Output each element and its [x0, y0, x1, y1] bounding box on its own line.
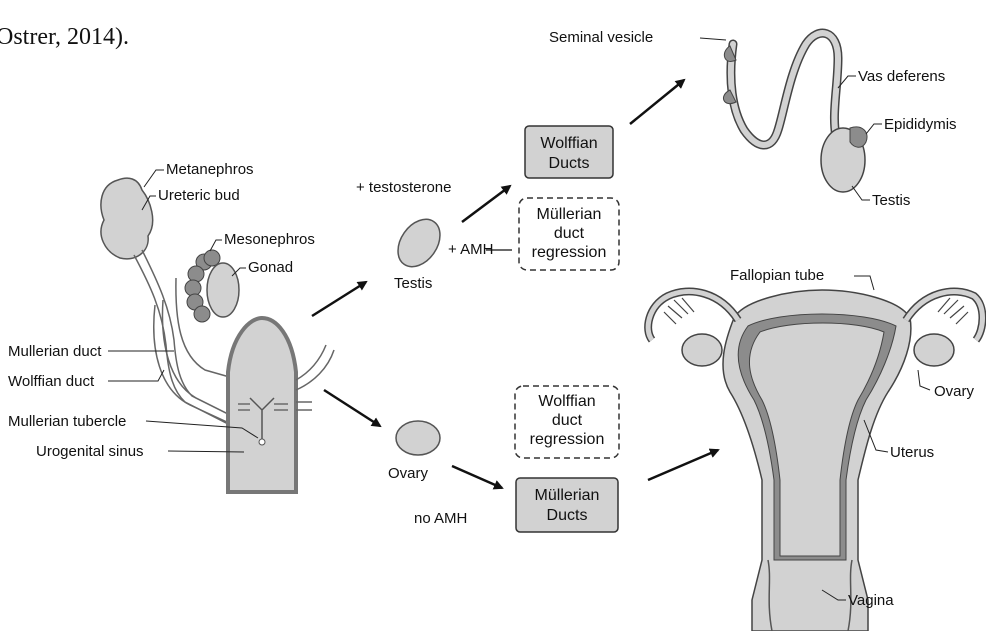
arrow-to-testis — [312, 282, 366, 316]
label-testis-mid: Testis — [394, 275, 432, 292]
label-ureteric-bud: Ureteric bud — [158, 187, 240, 204]
epididymis-shape — [850, 127, 867, 147]
testis-mid-shape — [389, 211, 448, 274]
box-mullerian-regression-line2: duct — [554, 225, 585, 242]
ovary-right-shape — [914, 334, 954, 366]
male-tract — [723, 33, 867, 192]
gonad-shape — [207, 263, 239, 317]
label-uterus: Uterus — [890, 444, 934, 461]
label-vagina: Vagina — [848, 592, 894, 609]
box-mullerian-regression-line3: regression — [532, 244, 607, 261]
arrow-testosterone — [462, 186, 510, 222]
label-seminal-vesicle: Seminal vesicle — [549, 29, 653, 46]
label-wolffian-duct: Wolffian duct — [8, 373, 95, 390]
label-testis-right: Testis — [872, 192, 910, 209]
label-amh: + AMH — [448, 241, 493, 258]
box-wolffian-ducts-line2: Ducts — [549, 155, 590, 172]
arrow-to-female-tract — [648, 450, 718, 480]
box-wolffian-regression-line2: duct — [552, 412, 583, 429]
box-wolffian-ducts: Wolffian Ducts — [525, 126, 613, 178]
citation-text: Ostrer, 2014). — [0, 24, 129, 50]
box-mullerian-ducts-line2: Ducts — [547, 507, 588, 524]
label-no-amh: no AMH — [414, 510, 467, 527]
middle-stage — [312, 186, 512, 488]
arrow-to-male-tract — [630, 80, 684, 124]
label-mullerian-tubercle: Mullerian tubercle — [8, 413, 126, 430]
box-wolffian-regression-line3: regression — [530, 431, 605, 448]
label-mesonephros: Mesonephros — [224, 231, 315, 248]
label-gonad: Gonad — [248, 259, 293, 276]
label-ovary-mid: Ovary — [388, 465, 429, 482]
box-wolffian-regression: Wolffian duct regression — [515, 386, 619, 458]
label-epididymis: Epididymis — [884, 116, 957, 133]
box-mullerian-regression: Müllerian duct regression — [519, 198, 619, 270]
box-mullerian-ducts: Müllerian Ducts — [516, 478, 618, 532]
label-ovary-right: Ovary — [934, 383, 975, 400]
arrow-to-ovary — [324, 390, 380, 426]
ovary-mid-shape — [396, 421, 440, 455]
ovary-left-shape — [682, 334, 722, 366]
label-mullerian-duct: Mullerian duct — [8, 343, 102, 360]
label-testosterone: + testosterone — [356, 179, 451, 196]
label-vas-deferens: Vas deferens — [858, 68, 945, 85]
label-fallopian-tube: Fallopian tube — [730, 267, 824, 284]
fallopian-tube-right — [906, 291, 983, 340]
label-urogenital-sinus: Urogenital sinus — [36, 443, 144, 460]
urogenital-sinus-shape — [228, 318, 296, 492]
label-metanephros: Metanephros — [166, 161, 254, 178]
box-wolffian-regression-line1: Wolffian — [538, 393, 595, 410]
box-mullerian-regression-line1: Müllerian — [537, 206, 602, 223]
metanephros-shape — [101, 178, 153, 259]
arrow-no-amh — [452, 466, 502, 488]
box-mullerian-ducts-line1: Müllerian — [535, 487, 600, 504]
box-wolffian-ducts-line1: Wolffian — [540, 135, 597, 152]
